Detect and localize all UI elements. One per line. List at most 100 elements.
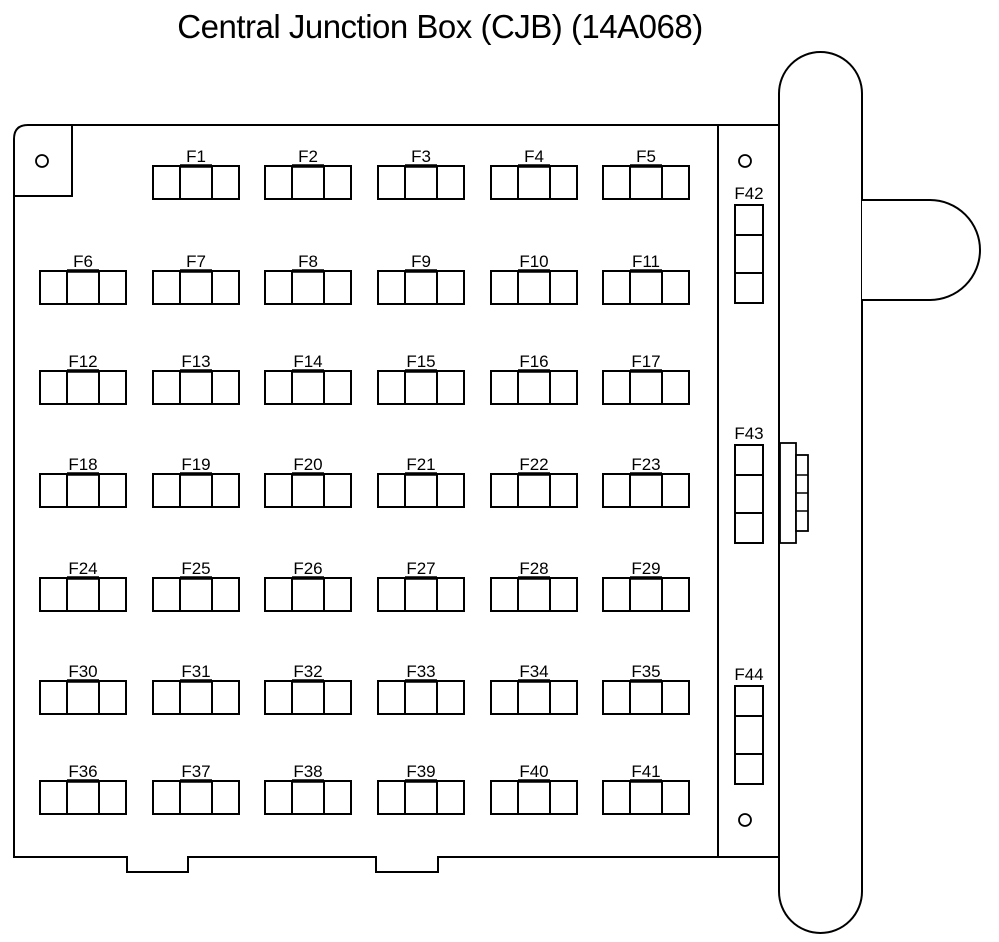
fuse-slot [39,680,127,715]
fuse-f21: F21 [377,455,465,508]
fuse-slot [377,780,465,815]
fuse-slot [39,370,127,405]
fuse-f26: F26 [264,559,352,612]
fuse-label: F22 [519,455,548,474]
fuse-slot [377,165,465,200]
fuse-label: F19 [181,455,210,474]
fuse-slot [734,444,764,544]
fuse-slot [39,577,127,612]
fuse-slot [39,270,127,305]
fuse-slot [490,577,578,612]
fuse-f6: F6 [39,252,127,305]
fuse-label: F2 [298,147,318,166]
fuse-label: F35 [631,662,660,681]
fuse-label: F23 [631,455,660,474]
fuse-slot [152,473,240,508]
fuse-f17: F17 [602,352,690,405]
fuse-f37: F37 [152,762,240,815]
fuse-slot [602,680,690,715]
fuse-label: F34 [519,662,548,681]
fuse-slot [264,577,352,612]
fuse-label: F24 [68,559,97,578]
fuse-label: F38 [293,762,322,781]
fuse-f11: F11 [602,252,690,305]
fuse-label: F20 [293,455,322,474]
fuse-f35: F35 [602,662,690,715]
diagram-title: Central Junction Box (CJB) (14A068) [177,8,703,45]
fuse-label: F21 [406,455,435,474]
fuse-f4: F4 [490,147,578,200]
fuse-f34: F34 [490,662,578,715]
fuse-f28: F28 [490,559,578,612]
fuse-f2: F2 [264,147,352,200]
fuse-slot [602,473,690,508]
fuse-label: F32 [293,662,322,681]
fuse-slot [734,204,764,304]
fuse-f10: F10 [490,252,578,305]
fuse-f9: F9 [377,252,465,305]
fuse-slot [264,473,352,508]
fuse-f31: F31 [152,662,240,715]
fuse-label: F11 [632,252,660,271]
fuse-f44: F44 [734,665,764,785]
fuse-label: F44 [734,665,763,684]
fuse-label: F6 [73,252,93,271]
fuse-label: F42 [734,184,763,203]
fuse-slot [152,270,240,305]
fuse-f7: F7 [152,252,240,305]
fuse-f5: F5 [602,147,690,200]
fuse-label: F40 [519,762,548,781]
fuse-f19: F19 [152,455,240,508]
fuse-f18: F18 [39,455,127,508]
fuse-label: F18 [68,455,97,474]
fuse-label: F14 [293,352,322,371]
fuse-f16: F16 [490,352,578,405]
fuse-slot [377,680,465,715]
fuse-f8: F8 [264,252,352,305]
fuse-label: F5 [636,147,656,166]
fuse-label: F31 [181,662,210,681]
fuse-label: F9 [411,252,431,271]
fuse-slot [264,165,352,200]
mounting-hole [35,154,49,168]
fuse-f24: F24 [39,559,127,612]
fuse-slot [602,270,690,305]
fuse-f30: F30 [39,662,127,715]
fuse-label: F37 [181,762,210,781]
fuse-f1: F1 [152,147,240,200]
fuse-label: F3 [411,147,431,166]
fuse-label: F7 [186,252,206,271]
fuse-f25: F25 [152,559,240,612]
fuse-slot [602,165,690,200]
side-tab [862,199,981,301]
fuse-f14: F14 [264,352,352,405]
fuse-f20: F20 [264,455,352,508]
fuse-f39: F39 [377,762,465,815]
fuse-f29: F29 [602,559,690,612]
fuse-label: F15 [406,352,435,371]
mounting-hole [738,813,752,827]
fuse-label: F4 [524,147,544,166]
fuse-label: F10 [519,252,548,271]
fuse-label: F36 [68,762,97,781]
fuse-f38: F38 [264,762,352,815]
fuse-label: F29 [631,559,660,578]
fuse-label: F12 [68,352,97,371]
fuse-slot [264,370,352,405]
fuse-label: F13 [181,352,210,371]
fuse-slot [264,270,352,305]
fuse-f12: F12 [39,352,127,405]
fuse-slot [152,370,240,405]
fuse-label: F17 [631,352,660,371]
fuse-slot [152,680,240,715]
fuse-slot [39,473,127,508]
fuse-label: F39 [406,762,435,781]
fuse-slot [264,780,352,815]
fuse-f3: F3 [377,147,465,200]
fuse-label: F1 [186,147,206,166]
fuse-f22: F22 [490,455,578,508]
fuse-slot [377,577,465,612]
fuse-slot [602,780,690,815]
fuse-f32: F32 [264,662,352,715]
fuse-slot [377,370,465,405]
